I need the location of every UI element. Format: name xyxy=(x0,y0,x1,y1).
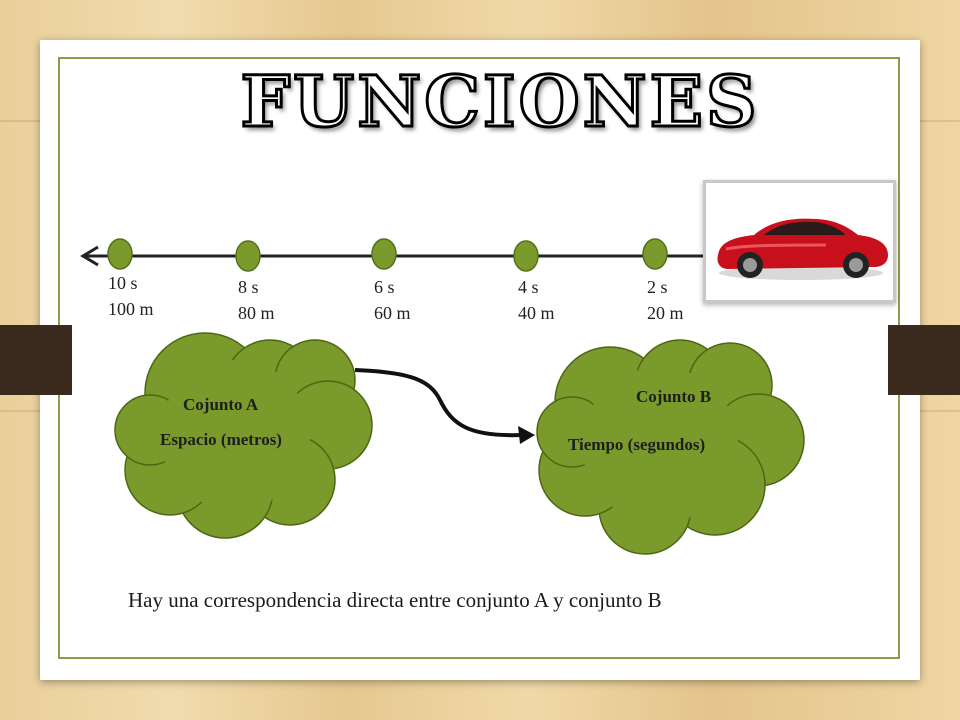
timeline-dot xyxy=(235,240,261,272)
set-a-label: Espacio (metros) xyxy=(160,430,282,449)
set-b-label: Tiempo (segundos) xyxy=(568,435,706,454)
timeline-dot xyxy=(642,238,668,270)
timeline-dot xyxy=(513,240,539,272)
car-icon xyxy=(717,218,888,280)
set-a-name: Cojunto A xyxy=(183,395,259,414)
cloud-set-b xyxy=(536,339,805,555)
set-b-name: Cojunto B xyxy=(636,387,712,406)
timeline-dot xyxy=(107,238,133,270)
right-binder-clip xyxy=(888,325,960,395)
car-image xyxy=(703,180,896,303)
correspondence-sentence: Hay una correspondencia directa entre co… xyxy=(128,588,662,612)
mapping-arrow xyxy=(354,368,523,438)
timeline-dot xyxy=(371,238,397,270)
left-binder-clip xyxy=(0,325,72,395)
timeline-arrowhead xyxy=(80,245,99,267)
cloud-set-a xyxy=(114,332,373,539)
mapping-arrowhead xyxy=(518,426,535,444)
slide-title: FUNCIONES xyxy=(239,60,760,143)
